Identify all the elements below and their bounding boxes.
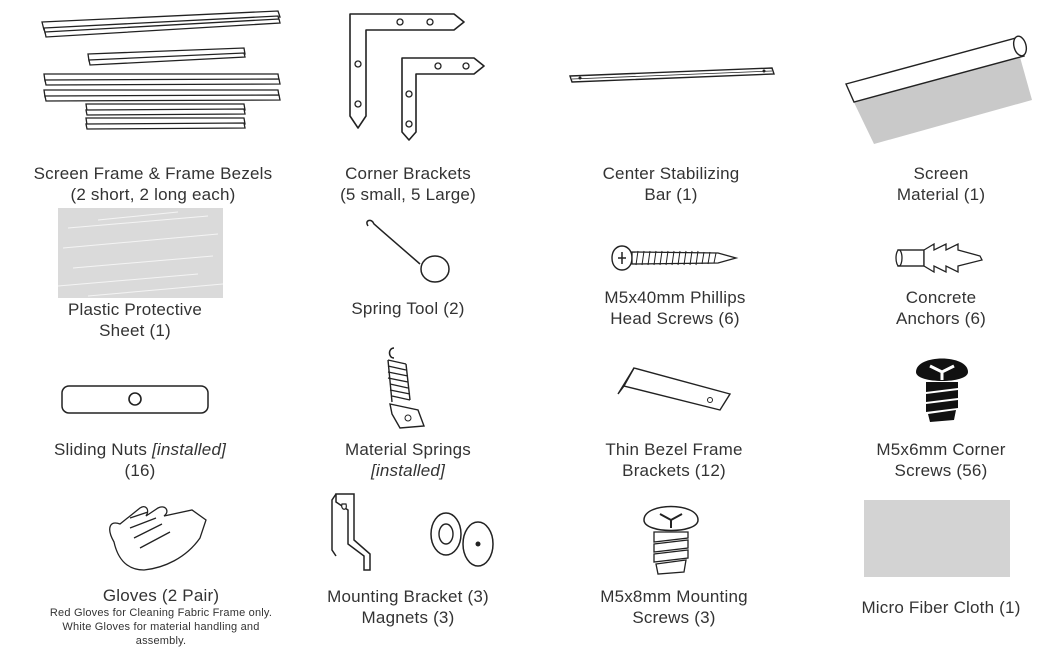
corner-brackets-illustration <box>349 13 485 141</box>
gloves-illustration <box>109 506 207 571</box>
caption-mounting-bracket-magnets: Mounting Bracket (3)Magnets (3) <box>327 587 489 627</box>
sliding-nut-illustration <box>61 385 209 414</box>
micro-fiber-cloth-swatch <box>864 500 1010 577</box>
caption-sliding-nuts: Sliding Nuts [installed](16) <box>53 440 227 480</box>
caption-gloves: Gloves (2 Pair) Red Gloves for Cleaning … <box>49 586 273 647</box>
frame-bezels-illustration <box>41 10 281 130</box>
screen-material-illustration <box>845 35 1032 144</box>
caption-spring-tool: Spring Tool (2) <box>351 299 465 318</box>
bezel-bracket-illustration <box>617 367 732 411</box>
mounting-bracket-illustration <box>331 493 371 571</box>
stabilizing-bar-illustration <box>569 67 775 83</box>
protective-sheet-illustration <box>58 208 223 298</box>
mounting-screw-illustration <box>643 505 699 575</box>
material-spring-illustration <box>387 347 425 429</box>
concrete-anchor-illustration <box>895 242 983 274</box>
phillips-screw-illustration <box>611 245 739 271</box>
spring-tool-illustration <box>366 219 450 283</box>
caption-material-springs: Material Springs[installed] <box>344 440 472 480</box>
magnets-illustration <box>430 512 494 567</box>
caption-corner-brackets: Corner Brackets(5 small, 5 Large) <box>340 164 476 204</box>
caption-frame-bezels: Screen Frame & Frame Bezels(2 short, 2 l… <box>33 164 273 204</box>
corner-screw-illustration <box>916 358 968 422</box>
caption-micro-fiber-cloth: Micro Fiber Cloth (1) <box>861 598 1021 617</box>
